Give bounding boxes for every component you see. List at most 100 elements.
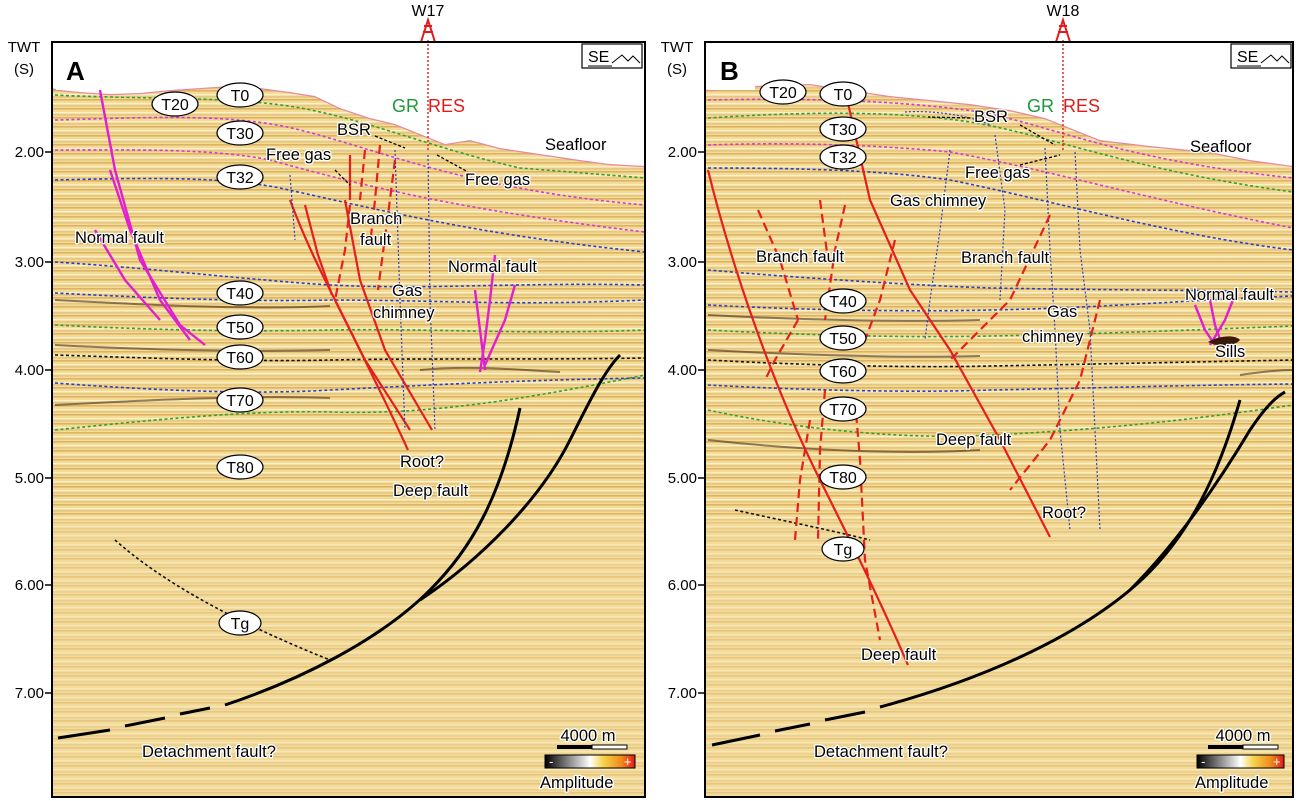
twt-axis-b: TWT (S) 2.00 3.00 4.00 5.00 6.00 7.00: [661, 39, 705, 702]
scale-bar-a: 4000 m: [557, 726, 628, 750]
bsr-label: BSR: [974, 108, 1008, 126]
tick-6: 6.00: [15, 577, 44, 594]
root-label: Root?: [400, 453, 444, 471]
horizon-oval: T40: [819, 288, 867, 314]
amplitude-colorbar-a: - + Amplitude: [539, 754, 636, 793]
deep-fault-label: Deep fault: [936, 431, 1012, 449]
compass-se-icon: SE: [1230, 43, 1292, 69]
horizon-oval: T70: [216, 387, 264, 413]
gas-chimney-label: Gas chimney: [890, 192, 987, 210]
root-label: Root?: [1042, 504, 1086, 522]
svg-text:4000 m: 4000 m: [560, 727, 615, 745]
tick-7: 7.00: [15, 685, 44, 702]
horizon-oval: T0: [819, 81, 867, 107]
svg-text:T32: T32: [226, 170, 254, 187]
tick-3: 3.00: [15, 254, 44, 271]
gas-chimney-label: chimney: [1022, 328, 1084, 346]
sills-label: Sills: [1215, 343, 1245, 361]
svg-text:T20: T20: [769, 85, 797, 102]
svg-text:Tg: Tg: [834, 542, 853, 559]
twt-axis-a: TWT (S) 2.00 3.00 4.00 5.00 6.00 7.00: [8, 39, 52, 702]
axis-title-line1: TWT: [661, 39, 693, 56]
gr-log-label: GR: [1027, 96, 1054, 116]
scale-bar-b: 4000 m: [1208, 726, 1279, 750]
gr-log-label: GR: [392, 96, 419, 116]
tick-4: 4.00: [668, 362, 697, 379]
seismic-section: [704, 40, 1294, 797]
branch-fault-label: Branch fault: [756, 248, 844, 266]
well-label-w17: W17: [412, 3, 445, 20]
horizon-oval: T30: [819, 116, 867, 142]
svg-text:T70: T70: [226, 393, 254, 410]
horizon-oval: T40: [216, 280, 264, 306]
deep-fault-label: Deep fault: [393, 482, 469, 500]
tick-5: 5.00: [15, 470, 44, 487]
gas-chimney-label: Gas: [1047, 303, 1077, 321]
tick-7: 7.00: [668, 685, 697, 702]
svg-text:T30: T30: [226, 126, 254, 143]
detachment-fault-label: Detachment fault?: [142, 743, 276, 761]
strong-reflectors: [707, 314, 1294, 453]
detachment-faults: [711, 390, 1286, 747]
horizon-oval: T50: [216, 314, 264, 340]
svg-text:Tg: Tg: [231, 616, 250, 633]
gas-chimney-outline: [289, 149, 436, 431]
tick-3: 3.00: [668, 254, 697, 271]
normal-fault-label: Normal fault: [1185, 286, 1274, 304]
svg-text:T50: T50: [226, 320, 254, 337]
detachment-faults: [57, 353, 622, 740]
horizon-oval: Tg: [821, 536, 865, 562]
horizon-labels-b: T20 T0 T30 T32 T40 T50 T60 T70 T80 Tg: [759, 79, 867, 562]
annotations-a: Seafloor BSR Free gas Free gas Branch fa…: [74, 120, 609, 763]
gas-chimney-label: Gas: [392, 282, 422, 300]
axis-title-line2: (S): [14, 61, 34, 78]
tick-5: 5.00: [668, 470, 697, 487]
free-gas-label: Free gas: [465, 171, 530, 189]
horizon-oval: T20: [759, 79, 807, 105]
annotations-b: Seafloor BSR Free gas Gas chimney Branch…: [755, 107, 1276, 763]
normal-fault-label: Normal fault: [448, 258, 537, 276]
axis-title-line1: TWT: [8, 39, 40, 56]
compass-label: SE: [1237, 49, 1258, 66]
horizon-oval: T0: [216, 82, 264, 108]
horizon-oval: T32: [819, 144, 867, 170]
horizon-oval: T30: [216, 120, 264, 146]
gas-chimney-label: chimney: [373, 304, 435, 322]
horizon-lines: [54, 94, 646, 661]
svg-text:T0: T0: [834, 87, 853, 104]
free-gas-label: Free gas: [266, 146, 331, 164]
svg-text:+: +: [624, 754, 632, 769]
panel-letter-b: B: [720, 56, 739, 86]
gas-hydrate-arrows: [334, 135, 469, 186]
svg-text:T40: T40: [226, 286, 254, 303]
bsr-label: BSR: [337, 121, 371, 139]
tick-4: 4.00: [15, 362, 44, 379]
sills: [1208, 336, 1240, 346]
svg-text:+: +: [1273, 754, 1281, 769]
svg-text:-: -: [1201, 754, 1205, 769]
branch-fault-label: fault: [360, 231, 392, 249]
strong-reflectors: [54, 299, 561, 406]
seafloor-label: Seafloor: [545, 136, 607, 154]
horizon-oval: T60: [216, 344, 264, 370]
horizon-oval: T60: [819, 358, 867, 384]
amplitude-colorbar-b: - + Amplitude: [1194, 754, 1285, 793]
svg-text:T50: T50: [829, 331, 857, 348]
amplitude-label: Amplitude: [1195, 774, 1268, 792]
horizon-oval: T32: [216, 164, 264, 190]
res-log-label: RES: [1063, 96, 1100, 116]
horizon-labels-a: T0 T20 T30 T32 T40 T50 T60 T70 T80 Tg: [151, 82, 264, 636]
panel-b-frame: [704, 41, 1294, 798]
branch-faults: [288, 144, 433, 451]
compass-label: SE: [588, 49, 609, 66]
normal-fault-label: Normal fault: [75, 229, 164, 247]
horizon-oval: T70: [819, 396, 867, 422]
horizon-oval: Tg: [218, 610, 262, 636]
detachment-fault-label: Detachment fault?: [814, 743, 948, 761]
branch-fault-label: Branch fault: [961, 249, 1049, 267]
amplitude-label: Amplitude: [540, 774, 613, 792]
normal-faults: [93, 89, 517, 373]
free-gas-label: Free gas: [965, 164, 1030, 182]
svg-text:T32: T32: [829, 150, 857, 167]
tick-2: 2.00: [668, 144, 697, 161]
